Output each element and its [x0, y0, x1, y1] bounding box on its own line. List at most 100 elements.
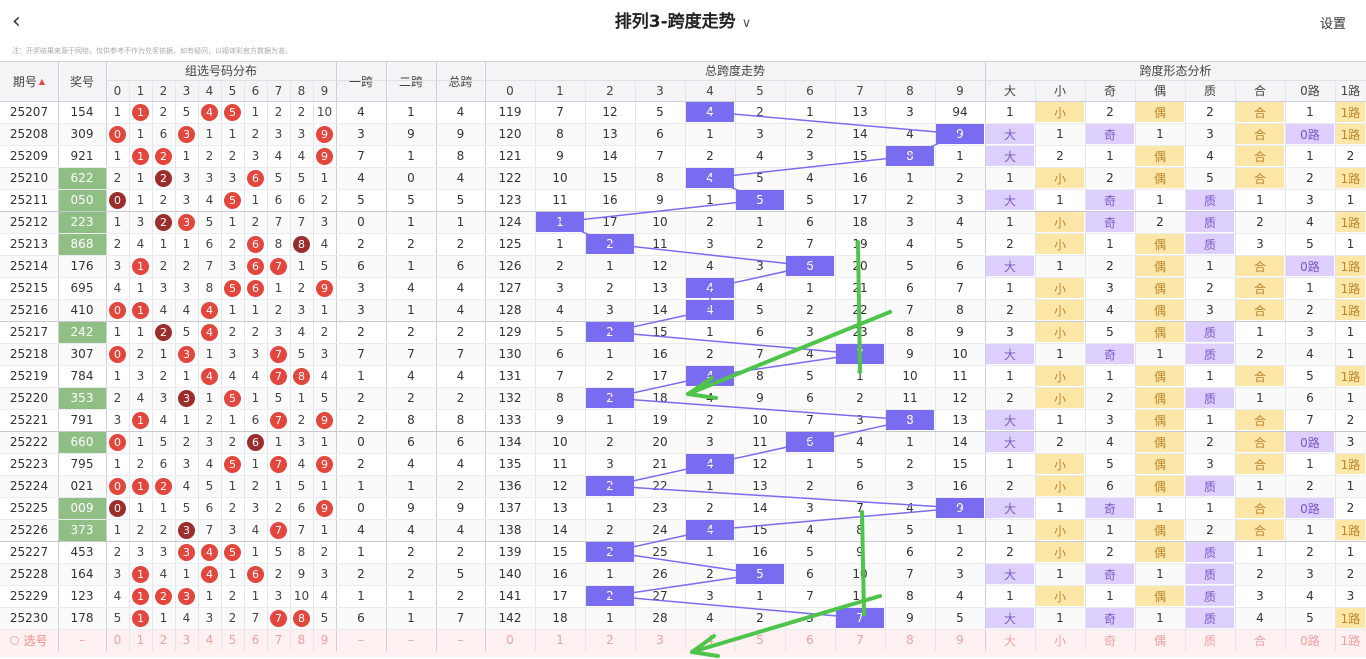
sort-icon[interactable]: ▲	[38, 76, 46, 86]
col-period-label: 期号	[12, 74, 37, 89]
award-cell: 176	[70, 259, 94, 273]
digit-miss-cell: 1	[182, 567, 191, 581]
pick-digit[interactable]: 9	[320, 633, 329, 647]
span2-cell: 2	[407, 237, 415, 251]
pick-trend[interactable]: 7	[856, 633, 864, 647]
trend-miss-cell: 123	[498, 193, 522, 207]
form-cell: 1	[1256, 479, 1264, 493]
trend-miss-cell: 24	[652, 523, 668, 537]
trend-hit-cell: 2	[586, 234, 634, 254]
pick-digit[interactable]: 5	[228, 633, 237, 647]
hit-ball: 7	[270, 257, 287, 275]
form-cell: 合	[1236, 102, 1284, 122]
hit-ball: 1	[132, 565, 149, 583]
trend-miss-cell: 2	[756, 105, 764, 119]
hit-ball: 4	[201, 543, 218, 561]
form-cell: 1	[1346, 237, 1355, 251]
digit-miss-cell: 2	[320, 193, 329, 207]
pick-trend[interactable]: 4	[706, 633, 714, 647]
trend-miss-cell: 20	[652, 435, 668, 449]
title-text: 排列3-跨度走势	[614, 12, 736, 32]
pick-form[interactable]: 1路	[1340, 633, 1361, 648]
digit-miss-cell: 3	[182, 171, 191, 185]
digit-miss-cell: 4	[274, 149, 283, 163]
pick-digit[interactable]: 1	[136, 633, 145, 647]
form-cell: 1	[1256, 391, 1264, 405]
form-cell: 偶	[1136, 102, 1184, 122]
divider	[0, 607, 1366, 608]
form-cell: 1	[1256, 325, 1264, 339]
trend-miss-cell: 4	[806, 523, 814, 537]
pick-form[interactable]: 奇	[1103, 633, 1116, 648]
digit-miss-cell: 2	[228, 501, 237, 515]
pick-form[interactable]: 0路	[1300, 633, 1320, 648]
trend-miss-cell: 10	[902, 369, 918, 383]
pick-trend[interactable]: 5	[756, 633, 764, 647]
pick-trend[interactable]: 2	[606, 633, 614, 647]
span2-cell: 8	[407, 413, 415, 427]
pick-trend[interactable]: 0	[506, 633, 514, 647]
digit-hit-cell: 6	[244, 255, 267, 277]
span1-cell: 2	[357, 457, 365, 471]
hit-ball: 4	[201, 301, 218, 319]
digit-hit-cell: 9	[313, 497, 336, 519]
digit-miss-cell: 1	[251, 391, 260, 405]
hit-ball: 1	[132, 147, 149, 165]
pick-digit[interactable]: 2	[159, 633, 168, 647]
trend-miss-cell: 9	[956, 325, 964, 339]
digit-miss-cell: 3	[228, 259, 237, 273]
digit-miss-cell: 1	[182, 369, 191, 383]
radio-icon[interactable]	[10, 635, 20, 645]
settings-button[interactable]: 设置	[1319, 17, 1346, 32]
page-title[interactable]: 排列3-跨度走势∨	[0, 0, 1366, 44]
digit-miss-cell: 2	[297, 281, 306, 295]
trend-miss-cell: 1	[606, 413, 614, 427]
hit-ball: 6	[247, 279, 264, 297]
pick-digit[interactable]: 0	[113, 633, 122, 647]
hit-ball: 4	[201, 323, 218, 341]
pick-text: 选号	[23, 633, 48, 648]
pick-digit[interactable]: 6	[251, 633, 260, 647]
pick-form[interactable]: 大	[1003, 633, 1016, 648]
pick-trend[interactable]: 9	[956, 633, 964, 647]
hit-ball: 5	[224, 543, 241, 561]
pick-digit[interactable]: 7	[274, 633, 283, 647]
digit-hit-cell: 9	[313, 453, 336, 475]
form-cell: 小	[1036, 168, 1084, 188]
digit-hit-cell: 7	[267, 607, 290, 629]
back-icon[interactable]: ‹	[12, 9, 21, 34]
trend-miss-cell: 3	[906, 479, 914, 493]
digit-miss-cell: 2	[205, 149, 214, 163]
digit-miss-cell: 6	[205, 501, 214, 515]
form-cell: 1路	[1336, 300, 1365, 320]
span1-cell: 2	[357, 567, 365, 581]
divider	[58, 61, 59, 651]
pick-form[interactable]: 质	[1203, 633, 1216, 648]
span2-cell: 1	[407, 149, 415, 163]
form-header: 奇	[1085, 80, 1135, 101]
form-cell: 1	[1256, 193, 1264, 207]
form-cell: 5	[1306, 369, 1314, 383]
form-header: 1路	[1335, 80, 1366, 101]
trend-miss-cell: 10	[852, 567, 868, 581]
trend-miss-cell: 3	[606, 303, 614, 317]
trend-miss-cell: 14	[552, 523, 568, 537]
pick-trend[interactable]: 8	[906, 633, 914, 647]
pick-trend[interactable]: 1	[556, 633, 564, 647]
divider	[0, 101, 1366, 102]
span2-cell: 4	[407, 457, 415, 471]
digit-miss-cell: 2	[274, 501, 283, 515]
pick-form[interactable]: 小	[1053, 633, 1066, 648]
pick-trend[interactable]: 3	[656, 633, 664, 647]
span1-cell: 1	[357, 479, 365, 493]
pick-digit[interactable]: 4	[205, 633, 214, 647]
form-cell: 1	[1006, 215, 1014, 229]
form-cell: 大	[986, 256, 1034, 276]
pick-digit[interactable]: 3	[182, 633, 191, 647]
hit-ball: 5	[224, 455, 241, 473]
pick-form[interactable]: 偶	[1153, 633, 1166, 648]
hit-ball: 3	[178, 543, 195, 561]
pick-trend[interactable]: 6	[806, 633, 814, 647]
pick-form[interactable]: 合	[1253, 633, 1266, 648]
pick-digit[interactable]: 8	[297, 633, 306, 647]
